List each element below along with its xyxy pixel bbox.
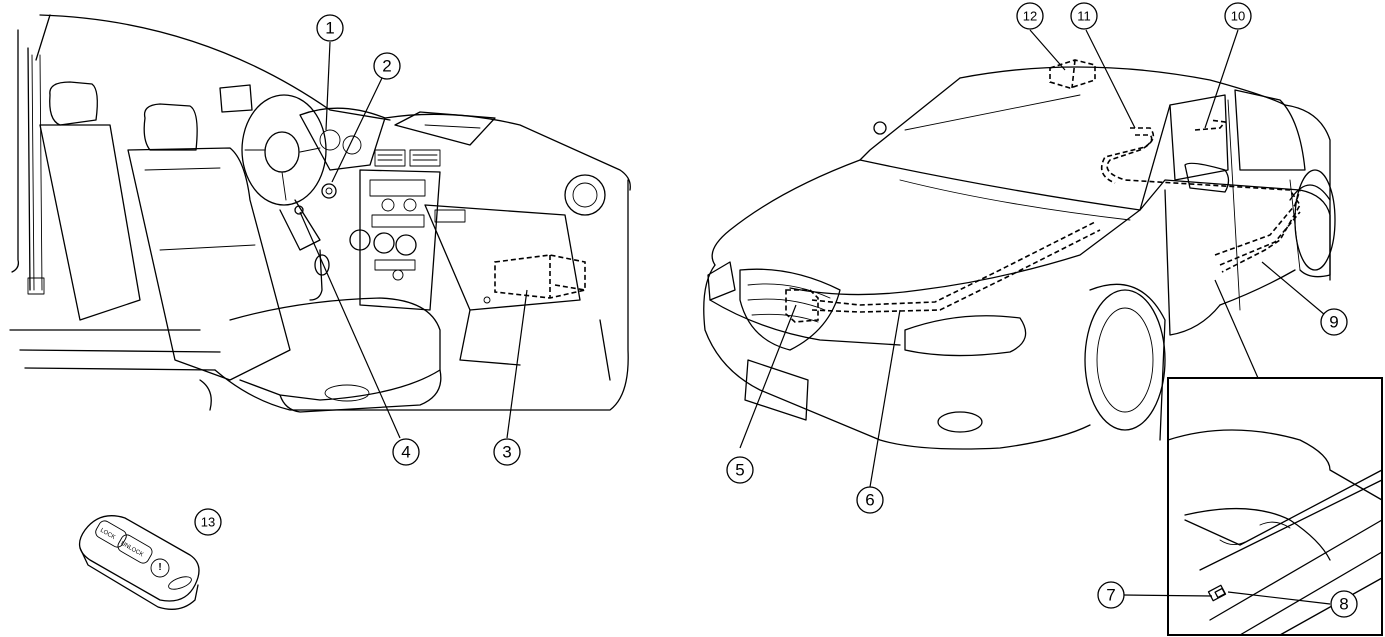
callout-10: 10 xyxy=(1224,2,1252,30)
inset-leader-lines xyxy=(1123,591,1331,605)
callout-1: 1 xyxy=(316,14,344,42)
svg-text:4: 4 xyxy=(401,443,410,462)
svg-text:11: 11 xyxy=(1077,9,1091,24)
keyless-control-module-outline xyxy=(494,254,586,299)
panic-button xyxy=(150,558,170,578)
door-harness-rear xyxy=(1194,119,1227,131)
callout-9: 9 xyxy=(1320,308,1348,336)
buzzer-marker xyxy=(294,205,304,215)
interior-leader-lines xyxy=(299,41,528,439)
callout-11: 11 xyxy=(1070,2,1098,30)
svg-text:3: 3 xyxy=(502,443,511,462)
panic-button-label: ! xyxy=(158,562,161,573)
front-harness xyxy=(811,221,1101,313)
callout-6: 6 xyxy=(856,486,884,514)
exterior-component-outlines xyxy=(785,59,1301,323)
door-wiring xyxy=(1214,189,1301,266)
callout-12: 12 xyxy=(1016,2,1044,30)
interior-illustration xyxy=(9,14,631,413)
svg-text:12: 12 xyxy=(1023,9,1037,24)
svg-text:5: 5 xyxy=(735,461,744,480)
callout-8: 8 xyxy=(1330,590,1358,618)
unlock-button xyxy=(117,534,153,564)
front-sensor-box-outline xyxy=(785,289,819,323)
exterior-leader-lines xyxy=(739,29,1326,488)
key-ring-slot xyxy=(168,576,192,590)
svg-text:1: 1 xyxy=(325,19,334,38)
lock-button xyxy=(95,520,127,548)
antenna-wiring xyxy=(1106,127,1301,273)
callout-5: 5 xyxy=(726,456,754,484)
key-fob: LOCK UNLOCK ! xyxy=(78,515,200,610)
svg-text:2: 2 xyxy=(382,57,391,76)
svg-text:6: 6 xyxy=(865,491,874,510)
callout-13: 13 xyxy=(194,508,222,536)
callout-2: 2 xyxy=(373,52,401,80)
svg-text:9: 9 xyxy=(1329,313,1338,332)
unlock-button-label: UNLOCK xyxy=(120,541,145,559)
svg-text:10: 10 xyxy=(1231,9,1245,24)
svg-text:7: 7 xyxy=(1106,586,1115,605)
callout-3: 3 xyxy=(493,438,521,466)
interior-component-outlines xyxy=(294,205,586,299)
svg-text:8: 8 xyxy=(1339,595,1348,614)
high-mount-module-outline xyxy=(1049,59,1096,89)
exterior-car-illustration xyxy=(703,66,1336,450)
svg-text:13: 13 xyxy=(201,515,215,530)
callout-7: 7 xyxy=(1097,581,1125,609)
callout-4: 4 xyxy=(392,438,420,466)
